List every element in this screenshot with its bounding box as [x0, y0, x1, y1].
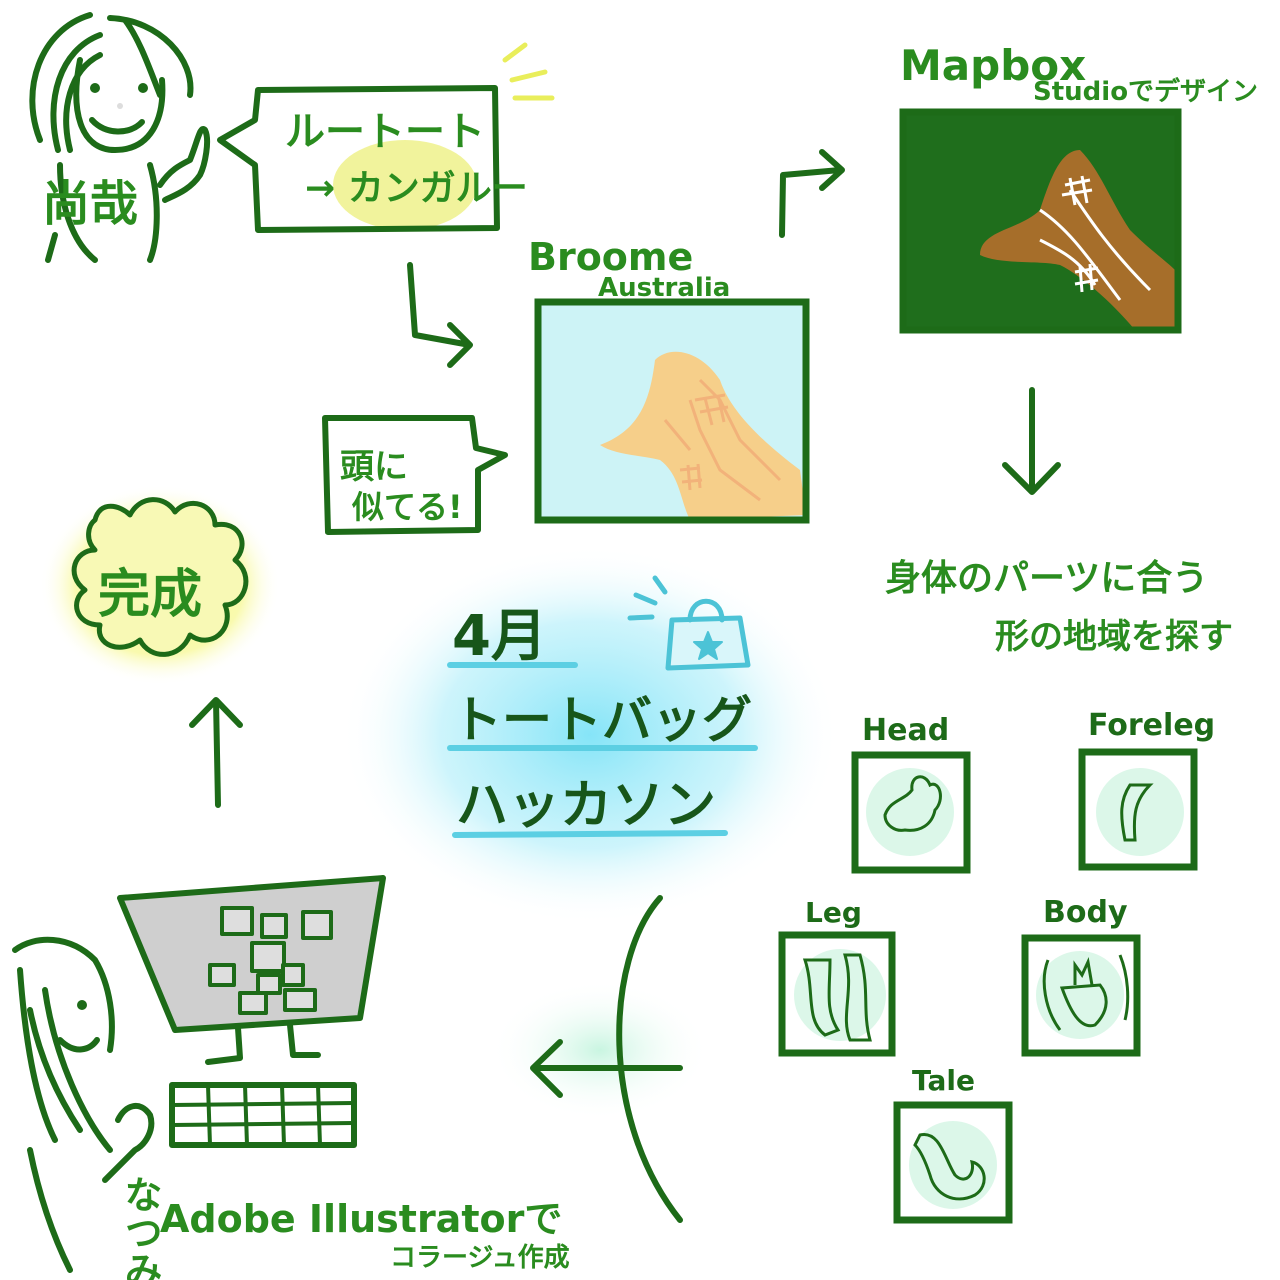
eye-natsumi	[77, 1000, 87, 1010]
mapbox-studio-label: Studioでデザイン	[1033, 76, 1258, 107]
part-box-leg	[778, 931, 896, 1057]
part-label-foreleg: Foreleg	[1088, 708, 1215, 743]
part-box-foreleg	[1078, 748, 1198, 871]
illustrator-note-line2: コラージュ作成	[390, 1243, 570, 1273]
arrow-to-mapbox	[779, 149, 845, 238]
speech-bubble-head	[322, 415, 508, 535]
bubble-idea-line1: ルートート	[285, 109, 485, 155]
arrow-to-broome	[407, 262, 473, 368]
australia-label: Australia	[598, 273, 730, 303]
speech-bubble-idea	[217, 85, 500, 233]
bubble-head-line2: 似てる!	[351, 488, 463, 526]
spark-lines	[502, 42, 555, 101]
complete-label: 完成	[98, 565, 202, 625]
complete-burst	[71, 497, 249, 657]
bubble-head-line1: 頭に	[340, 447, 408, 487]
title-line3: ハッカソン	[456, 776, 716, 836]
mapbox-label: Mapbox	[900, 41, 1086, 90]
arrow-down-from-mapbox	[1002, 387, 1061, 495]
part-label-leg: Leg	[805, 896, 862, 929]
search-note-line1: 身体のパーツに合う	[885, 558, 1208, 599]
part-label-body: Body	[1043, 895, 1128, 930]
eye-right	[138, 83, 148, 93]
mapbox-map	[899, 108, 1182, 334]
eye-left	[90, 83, 100, 93]
title-line1: 4月	[452, 604, 547, 669]
part-label-tale: Tale	[912, 1064, 975, 1097]
person-bottom-illustration	[12, 936, 155, 1273]
gather-curve	[616, 895, 683, 1223]
part-label-head: Head	[862, 713, 949, 748]
person-bottom-name-text: なつみ	[118, 1175, 162, 1280]
illustrator-note-line1: Adobe Illustratorで	[160, 1197, 562, 1241]
kangaroo-highlight	[333, 140, 477, 230]
broome-map	[534, 298, 810, 524]
nose	[117, 103, 123, 109]
title-underlines	[447, 662, 758, 838]
arrow-up-to-complete	[189, 697, 243, 808]
broome-label: Broome	[528, 235, 693, 279]
tote-bag-icon	[627, 575, 751, 671]
arrow-to-computer	[530, 1039, 683, 1098]
person-bottom-name: なつみ	[118, 1175, 162, 1280]
person-top-name: 尚哉	[42, 176, 138, 232]
mint-glow	[490, 980, 710, 1120]
bubble-idea-line2: → カンガルー	[305, 168, 528, 209]
computer-illustration	[117, 875, 386, 1148]
part-box-tale	[893, 1101, 1013, 1224]
person-top-illustration	[29, 12, 211, 263]
search-note-line2: 形の地域を探す	[995, 617, 1233, 657]
part-box-body	[1021, 934, 1141, 1057]
part-box-head	[851, 751, 971, 874]
title-line2: トートバッグ	[452, 691, 752, 749]
